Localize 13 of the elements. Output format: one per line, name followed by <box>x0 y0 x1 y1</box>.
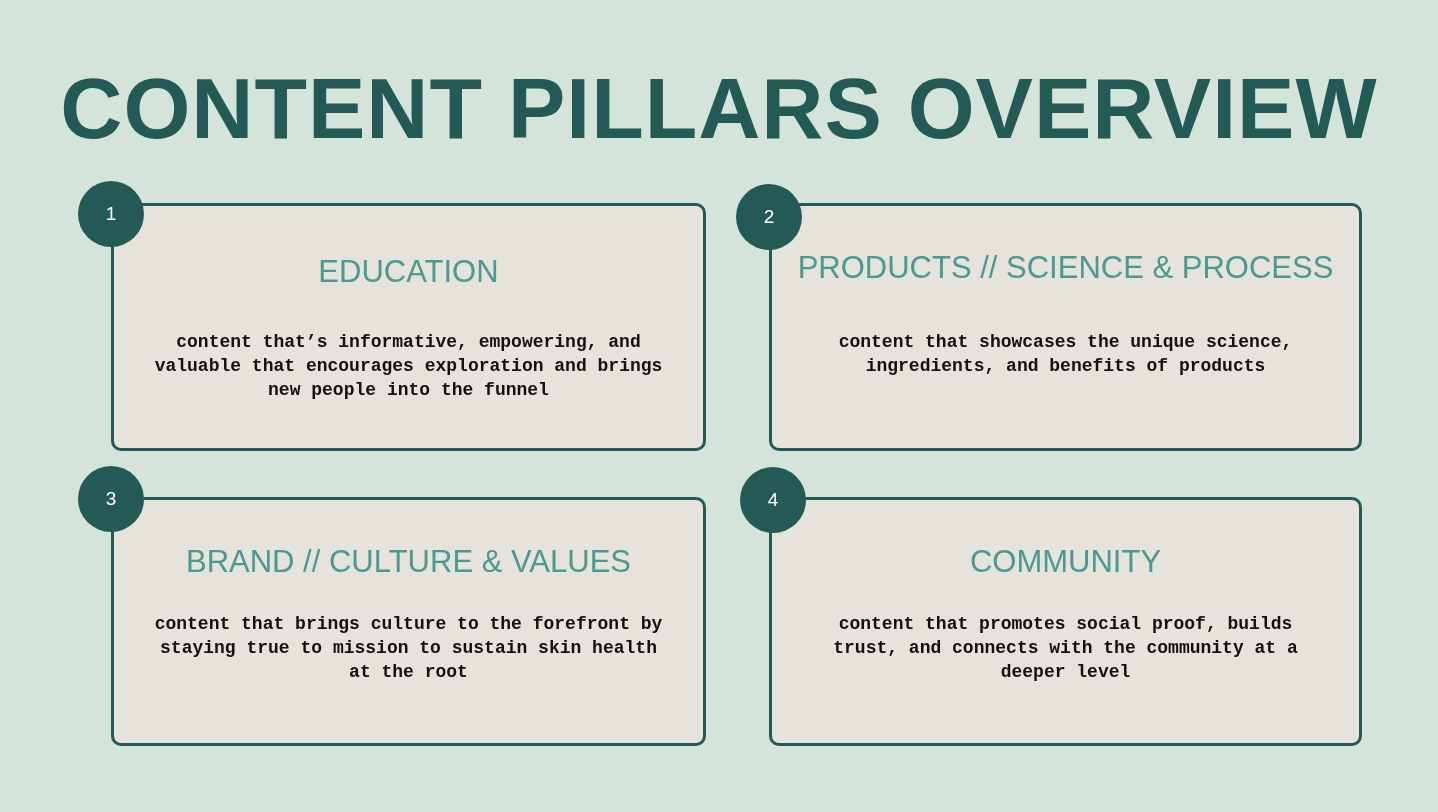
number-badge: 4 <box>740 467 806 533</box>
number-badge: 2 <box>736 184 802 250</box>
card-heading: PRODUCTS // SCIENCE & PROCESS <box>796 250 1335 286</box>
card-heading: COMMUNITY <box>968 544 1163 580</box>
card-heading: BRAND // CULTURE & VALUES <box>185 544 632 580</box>
card-description: content that’s informative, empowering, and valuable that encourages exploration and brings new people into the funnel <box>153 331 664 402</box>
card-heading: EDUCATION <box>317 254 500 290</box>
card-description: content that showcases the unique science, ingredients, and benefits of products <box>837 331 1294 378</box>
card-description: content that promotes social proof, builds trust, and connects with the community at a deeper level <box>832 613 1299 684</box>
number-badge: 3 <box>78 466 144 532</box>
card-description: content that brings culture to the forefront by staying true to mission to sustain skin health at the root <box>153 613 664 684</box>
title: CONTENT PILLARS OVERVIEW <box>59 59 1379 158</box>
number-badge: 1 <box>78 181 144 247</box>
